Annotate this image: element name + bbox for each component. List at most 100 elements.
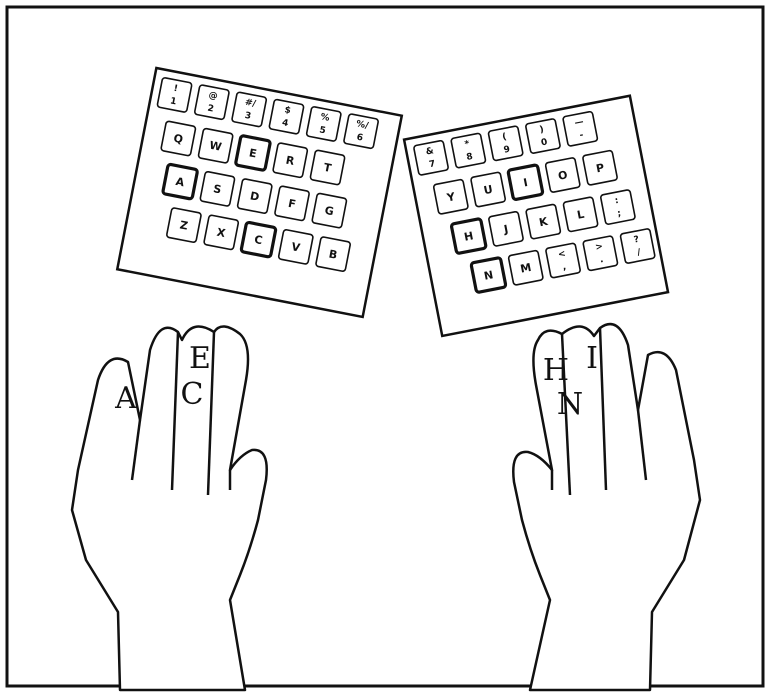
right-key-u-label: U <box>483 183 494 197</box>
right-key-n-label: N <box>483 268 495 283</box>
right-key-x: ?/ <box>619 228 656 264</box>
left-key-c-label: C <box>253 233 263 247</box>
left-key-4-bottom-label: 4 <box>281 118 289 129</box>
right-key-x-bottom-label: . <box>599 255 604 265</box>
left-key-r: R <box>272 142 309 179</box>
right-key-x-top-label: : <box>614 196 619 207</box>
right-key-9: (9 <box>487 125 524 162</box>
right-key-x-top-label: ? <box>633 235 640 246</box>
right-key-k-label: K <box>538 215 549 229</box>
right-key-x-cap <box>562 110 599 147</box>
left-key-5: %5 <box>305 106 342 142</box>
left-key-t-cap <box>309 149 346 186</box>
left-key-6: %/ 6 <box>343 113 379 150</box>
left-key-z-label: Z <box>179 218 189 232</box>
right-key-i-label: I <box>522 176 528 190</box>
left-middle-finger-label-top: E <box>189 341 211 376</box>
left-key-d-label: D <box>249 189 260 204</box>
right-key-y-label: Y <box>445 190 457 205</box>
left-hand-finger-line <box>206 331 216 496</box>
left-key-g-cap <box>311 192 348 229</box>
right-key-8-cap <box>450 132 487 169</box>
left-key-v-label: V <box>290 240 301 254</box>
right-key-h-label: H <box>463 229 475 244</box>
right-key-0-cap <box>525 118 561 154</box>
left-key-a: A <box>161 162 199 201</box>
right-key-x: >. <box>582 235 619 272</box>
left-key-r-cap <box>272 142 309 179</box>
right-index-finger-label-bottom: N <box>557 387 583 422</box>
right-key-i: I <box>506 163 545 201</box>
left-key-a-cap <box>161 162 199 201</box>
left-hand-outline <box>70 325 268 692</box>
left-key-q-label: Q <box>172 132 184 147</box>
left-key-t-label: T <box>323 161 333 175</box>
left-key-v-cap <box>277 229 314 265</box>
left-key-6-top-label: %/ <box>355 119 370 131</box>
right-key-n: N <box>469 256 508 294</box>
left-key-3-bottom-label: 3 <box>244 111 252 122</box>
right-key-7-cap <box>413 139 449 176</box>
right-key-x-top-label: > <box>595 242 604 253</box>
right-key-o-cap <box>544 157 581 193</box>
right-key-x-cap <box>619 228 656 264</box>
right-key-i-cap <box>506 163 545 201</box>
left-key-g-label: G <box>324 204 335 218</box>
left-key-x-label: X <box>216 226 227 240</box>
left-key-3-top-label: #/ <box>244 98 257 110</box>
right-key-0-top-label: ) <box>539 125 545 136</box>
left-key-e-label: E <box>248 146 258 160</box>
right-hand-finger-line <box>560 333 572 496</box>
left-key-d-cap <box>236 178 273 214</box>
right-key-9-bottom-label: 9 <box>503 145 511 156</box>
right-key-k-cap <box>525 203 562 240</box>
left-key-f-cap <box>274 185 310 222</box>
right-key-x: :; <box>600 189 636 225</box>
left-key-e-cap <box>234 134 272 172</box>
right-key-x: <, <box>545 242 581 279</box>
left-middle-finger-label-bottom: C <box>181 377 204 412</box>
left-key-4-cap <box>268 98 305 135</box>
left-key-b-cap <box>315 236 351 272</box>
left-key-g: G <box>311 192 348 229</box>
right-key-x: —- <box>562 110 599 147</box>
right-key-x-bottom-label: - <box>579 130 585 141</box>
left-key-6-cap <box>343 113 379 150</box>
right-key-m-label: M <box>519 261 532 276</box>
right-key-j: J <box>488 210 524 247</box>
right-key-o: O <box>544 157 581 193</box>
left-key-v: V <box>277 229 314 265</box>
left-key-t: T <box>309 149 346 186</box>
right-hand-outline <box>512 322 702 692</box>
left-key-1-top-label: ! <box>173 84 179 95</box>
right-hand <box>512 322 702 692</box>
left-key-3: #/3 <box>231 91 268 128</box>
right-key-8-top-label: * <box>464 139 471 150</box>
right-key-j-cap <box>488 210 524 247</box>
left-key-a-label: A <box>175 175 186 189</box>
right-key-l-label: L <box>576 208 585 222</box>
right-key-x-top-label: < <box>557 249 566 260</box>
right-key-p-label: P <box>595 161 605 175</box>
right-key-9-cap <box>487 125 524 162</box>
left-key-s-cap <box>199 170 236 207</box>
right-key-9-top-label: ( <box>502 132 508 143</box>
left-key-e: E <box>234 134 272 172</box>
left-key-c: C <box>239 220 278 259</box>
left-key-1: !1 <box>156 77 193 113</box>
right-key-7: &7 <box>413 139 449 176</box>
right-middle-finger-label: I <box>586 341 598 376</box>
left-key-q-cap <box>160 120 197 157</box>
left-key-w-cap <box>197 127 234 164</box>
left-key-w: W <box>197 127 234 164</box>
left-key-5-cap <box>305 106 342 142</box>
left-ring-finger-label: A <box>114 381 137 416</box>
left-key-5-top-label: % <box>320 112 331 124</box>
right-key-m: M <box>507 249 544 286</box>
right-key-8-bottom-label: 8 <box>466 152 474 163</box>
left-key-6-bottom-label: 6 <box>356 133 364 144</box>
left-key-f-label: F <box>287 197 297 211</box>
left-key-2-top-label: @ <box>208 91 219 103</box>
